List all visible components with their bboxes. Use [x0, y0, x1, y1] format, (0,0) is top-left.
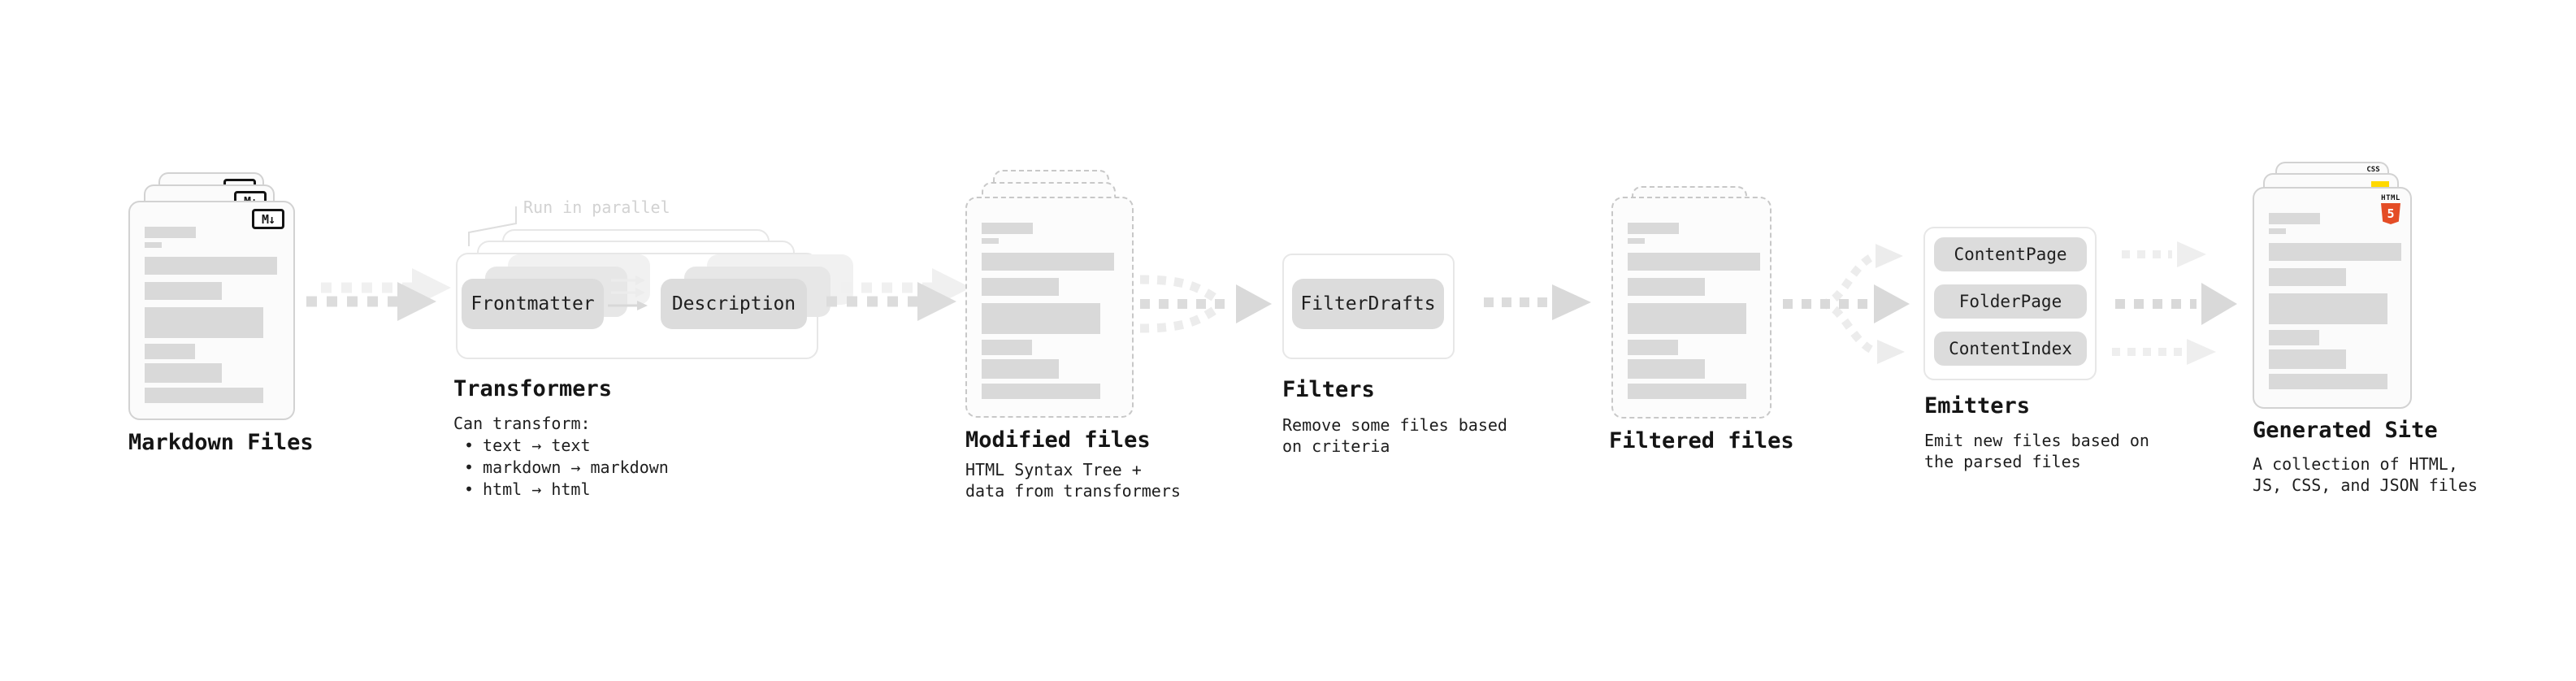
markdown-file-card-front: M↓: [128, 201, 295, 420]
pill-to-pill-arrows: [608, 275, 648, 310]
text-line-placeholder: [1628, 359, 1705, 379]
css-icon-text: CSS: [2366, 166, 2380, 174]
caption-line: Remove some files based: [1282, 415, 1507, 435]
generated-file-card-front: HTML 5: [2253, 187, 2412, 409]
text-line-placeholder: [2269, 374, 2387, 389]
text-line-placeholder: [982, 384, 1100, 399]
text-line-placeholder: [2269, 243, 2401, 261]
text-line-placeholder: [145, 242, 162, 248]
text-line-placeholder: [1628, 253, 1760, 271]
generated-site-caption: A collection of HTML, JS, CSS, and JSON …: [2253, 453, 2478, 496]
text-line-placeholders: [145, 227, 277, 403]
arrow-transformers-to-modified: [817, 264, 979, 345]
text-line-placeholder: [2269, 228, 2286, 234]
bullet-item: • markdown → markdown: [453, 457, 669, 479]
arrow-filtered-to-emitters: [1783, 244, 1910, 364]
caption-line: on criteria: [1282, 436, 1390, 456]
modified-files-caption: HTML Syntax Tree + data from transformer…: [965, 459, 1181, 501]
caption-line: HTML Syntax Tree +: [965, 460, 1142, 479]
text-line-placeholders: [982, 223, 1114, 399]
text-line-placeholder: [982, 359, 1059, 379]
emitters-caption: Emit new files based on the parsed files: [1924, 430, 2149, 472]
text-line-placeholder: [145, 344, 195, 359]
text-line-placeholder: [982, 303, 1100, 334]
caption-title: Can transform:: [453, 414, 591, 433]
arrow-emitters-to-generated: [2112, 241, 2237, 365]
arrow-filters-to-filtered: [1484, 284, 1591, 320]
contentindex-pill: ContentIndex: [1934, 332, 2087, 366]
bullet-text: text → text: [483, 436, 591, 455]
generated-site-label: Generated Site: [2253, 418, 2438, 443]
text-line-placeholder: [1628, 303, 1746, 334]
html5-icon: HTML 5: [2381, 194, 2400, 224]
text-line-placeholder: [2269, 213, 2320, 224]
filters-caption: Remove some files based on criteria: [1282, 414, 1507, 457]
text-line-placeholder: [2269, 268, 2346, 286]
transformers-caption: Can transform: • text → text • markdown → …: [453, 413, 669, 501]
filters-label: Filters: [1282, 377, 1375, 402]
filterdrafts-pill: FilterDrafts: [1292, 279, 1444, 329]
text-line-placeholder: [145, 227, 196, 238]
text-line-placeholder: [2269, 349, 2346, 369]
run-in-parallel-annotation: Run in parallel: [523, 197, 670, 217]
folderpage-pill: FolderPage: [1934, 284, 2087, 319]
modified-files-label: Modified files: [965, 427, 1151, 453]
caption-line: A collection of HTML,: [2253, 454, 2458, 474]
bullet-item: • text → text: [453, 435, 669, 457]
bullet-item: • html → html: [453, 479, 669, 501]
run-in-parallel-bracket: [468, 206, 517, 246]
text-line-placeholder: [1628, 278, 1705, 296]
caption-line: the parsed files: [1924, 452, 2081, 471]
text-line-placeholder: [145, 363, 222, 383]
text-line-placeholder: [1628, 384, 1746, 399]
transformers-label: Transformers: [453, 376, 613, 401]
bullet-dot: •: [464, 479, 475, 499]
bullet-text: html → html: [483, 479, 591, 499]
html5-icon-number: 5: [2387, 206, 2395, 221]
emitters-label: Emitters: [1924, 393, 2031, 419]
filtered-files-label: Filtered files: [1609, 428, 1794, 453]
text-line-placeholder: [2269, 293, 2387, 324]
text-line-placeholder: [1628, 340, 1678, 355]
description-pill: Description: [661, 279, 807, 329]
text-line-placeholder: [982, 253, 1114, 271]
bullet-text: markdown → markdown: [483, 458, 669, 477]
text-line-placeholders: [1628, 223, 1760, 399]
text-line-placeholder: [145, 307, 263, 338]
text-line-placeholder: [982, 340, 1032, 355]
text-line-placeholder: [982, 278, 1059, 296]
modified-file-card: [965, 197, 1134, 418]
text-line-placeholder: [982, 223, 1033, 234]
arrow-modified-to-filters: [1139, 275, 1272, 333]
frontmatter-pill: Frontmatter: [462, 279, 604, 329]
filtered-file-card: [1611, 197, 1772, 419]
text-line-placeholder: [2269, 330, 2319, 345]
markdown-files-label: Markdown Files: [128, 430, 314, 455]
text-line-placeholders: [2269, 213, 2401, 389]
bullet-dot: •: [464, 436, 475, 455]
text-line-placeholder: [145, 282, 222, 300]
text-line-placeholder: [145, 257, 277, 275]
html5-icon-shield: 5: [2381, 203, 2400, 224]
text-line-placeholder: [1628, 223, 1679, 234]
caption-line: Emit new files based on: [1924, 431, 2149, 450]
html5-icon-text: HTML: [2381, 194, 2400, 202]
text-line-placeholder: [1628, 238, 1645, 244]
arrow-markdown-to-transformers: [297, 264, 459, 345]
bullet-dot: •: [464, 458, 475, 477]
caption-line: data from transformers: [965, 481, 1181, 501]
markdown-icon: M↓: [252, 209, 284, 229]
caption-line: JS, CSS, and JSON files: [2253, 475, 2478, 495]
text-line-placeholder: [982, 238, 999, 244]
text-line-placeholder: [145, 388, 263, 403]
contentpage-pill: ContentPage: [1934, 237, 2087, 271]
